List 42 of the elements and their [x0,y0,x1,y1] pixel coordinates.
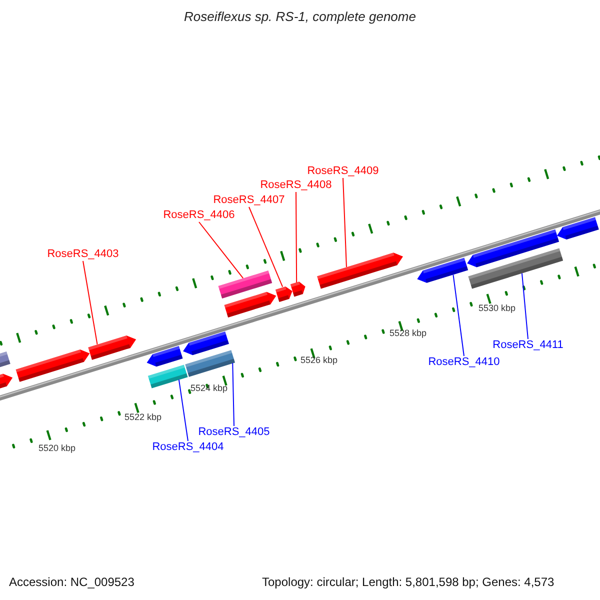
genome-stats-text: Topology: circular; Length: 5,801,598 bp; Genes: 4,573 [262,575,554,589]
gene-label: RoseRS_4405 [198,426,270,439]
leader-line [82,260,98,345]
gene-feature [88,332,138,360]
leader-line [232,362,234,426]
gene-feature [224,290,278,318]
leader-line [248,206,284,288]
leader-line [521,272,528,340]
gene-feature [465,230,559,270]
leader-line [178,379,188,442]
gene-bar [185,350,235,377]
gene-feature [16,347,92,382]
gene-label: RoseRS_4406 [163,209,235,222]
leader-line [296,192,298,283]
gene-label: RoseRS_4411 [492,339,564,352]
gene-feature [181,332,229,358]
leader-line [342,178,347,268]
leader-line [452,274,464,356]
gene-feature [290,280,307,297]
leader-line [198,222,244,279]
gene-label: RoseRS_4410 [428,356,500,369]
gene-feature [415,258,468,286]
gene-bar [148,364,188,388]
scale-label: 5526 kbp [300,355,338,365]
gene-label: RoseRS_4408 [260,179,332,192]
gene-label: RoseRS_4404 [152,441,224,454]
scale-label: 5528 kbp [389,328,427,338]
gene-label: RoseRS_4407 [213,194,285,207]
gene-feature [275,284,294,302]
gene-label: RoseRS_4409 [307,165,379,178]
scale-label: 5520 kbp [38,443,76,453]
accession-text: Accession: NC_009523 [9,575,134,589]
gene-feature [145,346,183,370]
title: Roseiflexus sp. RS-1, complete genome [184,9,416,24]
gene-feature [555,217,599,242]
scale-label: 5522 kbp [124,412,162,422]
gene-feature [317,250,405,289]
scale-label: 5530 kbp [478,303,516,313]
scale-label: 5524 kbp [190,383,228,393]
gene-bar [218,270,272,298]
gene-label: RoseRS_4403 [47,248,119,261]
gene-bar [468,248,563,289]
